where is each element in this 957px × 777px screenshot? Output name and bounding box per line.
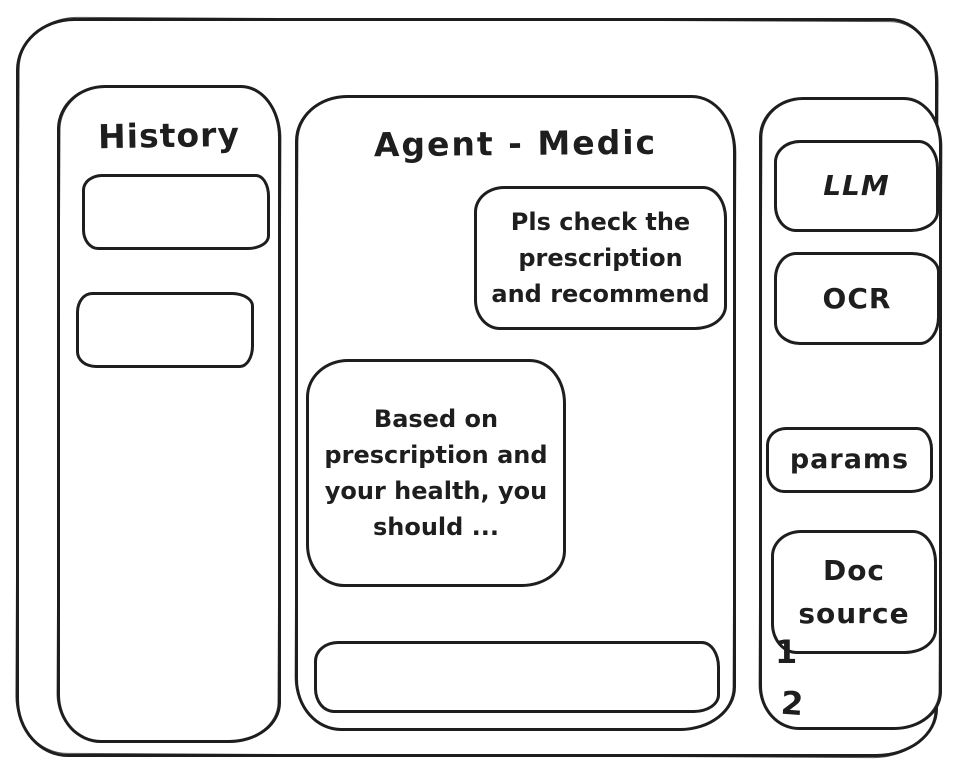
params-button[interactable]: params [766, 427, 933, 493]
user-message-bubble: Pls check the prescription and recommend [474, 186, 727, 330]
doc-source-item-1[interactable]: 1 [775, 633, 798, 671]
agent-message-bubble: Based on prescription and your health, y… [306, 359, 566, 587]
history-item[interactable] [82, 174, 270, 250]
history-panel: History [57, 85, 281, 743]
message-input[interactable] [314, 641, 720, 713]
history-title: History [97, 114, 241, 157]
chat-title: Agent - Medic [373, 122, 658, 165]
agent-message-text: Based on prescription and your health, y… [324, 405, 548, 541]
doc-source-button[interactable]: Doc source [771, 530, 937, 654]
chat-panel: Agent - Medic Pls check the prescription… [295, 95, 736, 731]
doc-source-item-2[interactable]: 2 [779, 683, 805, 724]
ocr-button[interactable]: OCR [774, 252, 940, 345]
app-frame: History Agent - Medic Pls check the pres… [16, 18, 942, 757]
history-item[interactable] [76, 292, 254, 368]
llm-button[interactable]: LLM [774, 140, 939, 232]
user-message-text: Pls check the prescription and recommend [491, 208, 710, 308]
tools-panel: LLM OCR params Doc source 1 2 [759, 97, 942, 730]
